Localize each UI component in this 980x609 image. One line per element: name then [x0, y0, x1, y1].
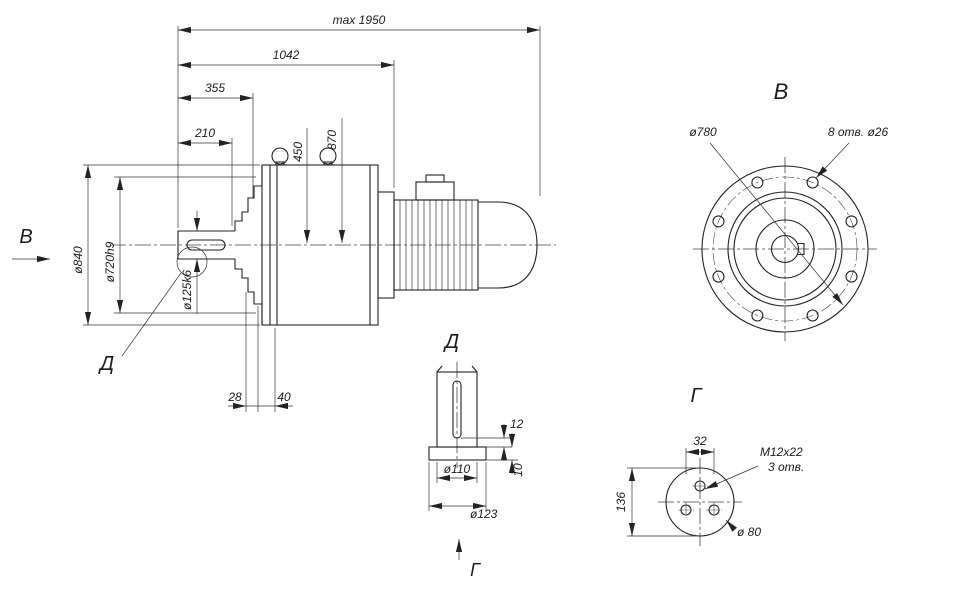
- dim-d125k6: ø125k6: [180, 270, 194, 310]
- bolt-hole: [712, 270, 725, 283]
- bolt-hole: [845, 215, 858, 228]
- bolt-hole: [806, 309, 819, 322]
- dim-10: 10: [511, 463, 525, 477]
- view-g-dimension-lines: [628, 448, 714, 536]
- extension-lines: [83, 26, 541, 412]
- dim-32: 32: [693, 434, 707, 448]
- bolt-hole: [845, 270, 858, 283]
- holes-leader: [815, 142, 850, 179]
- view-b-title: В: [774, 79, 789, 104]
- dim-d80: ø 80: [737, 525, 761, 539]
- dim-40: 40: [277, 390, 291, 404]
- flange-outer-circle: [701, 165, 869, 333]
- view-b-arrow-label: В: [19, 226, 32, 248]
- dim-d720h9: ø720h9: [103, 241, 117, 282]
- flange-step-circle: [727, 191, 843, 307]
- terminal-box: [415, 181, 455, 201]
- terminal-box-lid: [425, 174, 445, 183]
- detail-d-extension-lines: [428, 437, 518, 511]
- detail-d-view: Д 12 10 ø110 ø123: [428, 331, 525, 580]
- detail-callout-circle: [176, 246, 208, 278]
- flange-boss-circle: [733, 197, 837, 301]
- lifting-eye: [319, 147, 337, 166]
- thread-spec: M12x22: [760, 445, 803, 459]
- dim-355: 355: [205, 81, 225, 95]
- bolt-circle: [712, 176, 858, 322]
- dim-8-holes-d26: 8 отв. ø26: [828, 125, 889, 139]
- dim-450: 450: [291, 142, 305, 162]
- dimension-lines: [84, 26, 540, 410]
- view-g-arrow-label: Г: [470, 560, 481, 580]
- dim-28: 28: [227, 390, 242, 404]
- main-view: Д В: [12, 13, 556, 412]
- detail-d-label: Д: [98, 353, 114, 375]
- view-g-extension-lines: [627, 448, 715, 537]
- mount-boss-circle: [665, 467, 735, 537]
- detail-leader: [121, 272, 182, 357]
- view-g: Г 32 136 M12x22 3 отв.: [614, 385, 804, 546]
- dim-max-length: max 1950: [333, 13, 386, 27]
- motor: [393, 174, 538, 291]
- dim-12: 12: [510, 417, 524, 431]
- bolt-holes: [712, 176, 858, 322]
- bolt-hole: [806, 176, 819, 189]
- dim-210: 210: [194, 126, 215, 140]
- thread-leader: [704, 465, 759, 490]
- view-g-title: Г: [691, 385, 704, 407]
- hub-circle: [755, 219, 815, 279]
- bolt-hole: [751, 309, 764, 322]
- lifting-eye: [271, 147, 289, 166]
- view-b-flange: В ø780 8 отв. ø26: [689, 79, 888, 341]
- dim-136: 136: [614, 492, 628, 512]
- bolt-hole: [712, 215, 725, 228]
- shaft-end-body: [428, 365, 487, 461]
- d780-leader: [709, 142, 844, 306]
- bore-keyway: [797, 242, 805, 256]
- cooling-fins: [399, 200, 473, 290]
- dim-d840: ø840: [71, 246, 85, 274]
- dim-1042: 1042: [273, 48, 300, 62]
- bolt-hole: [751, 176, 764, 189]
- shaft-keyway-slot: [452, 380, 462, 439]
- fan-cover: [478, 201, 538, 289]
- dim-870: 870: [325, 130, 339, 150]
- thread-holes-note: 3 отв.: [768, 460, 804, 474]
- shaft-bore-circle: [770, 234, 800, 264]
- bearing-hub: [234, 165, 263, 325]
- shaft-collar: [428, 446, 487, 461]
- keyway-slot: [186, 239, 226, 251]
- dim-d123: ø123: [470, 507, 498, 521]
- tapped-holes: [678, 478, 722, 518]
- dim-d780: ø780: [689, 125, 717, 139]
- d80-leader: [725, 519, 737, 532]
- dim-d110: ø110: [444, 462, 471, 476]
- detail-d-title: Д: [443, 331, 459, 353]
- detail-d-dimension-lines: [429, 424, 516, 510]
